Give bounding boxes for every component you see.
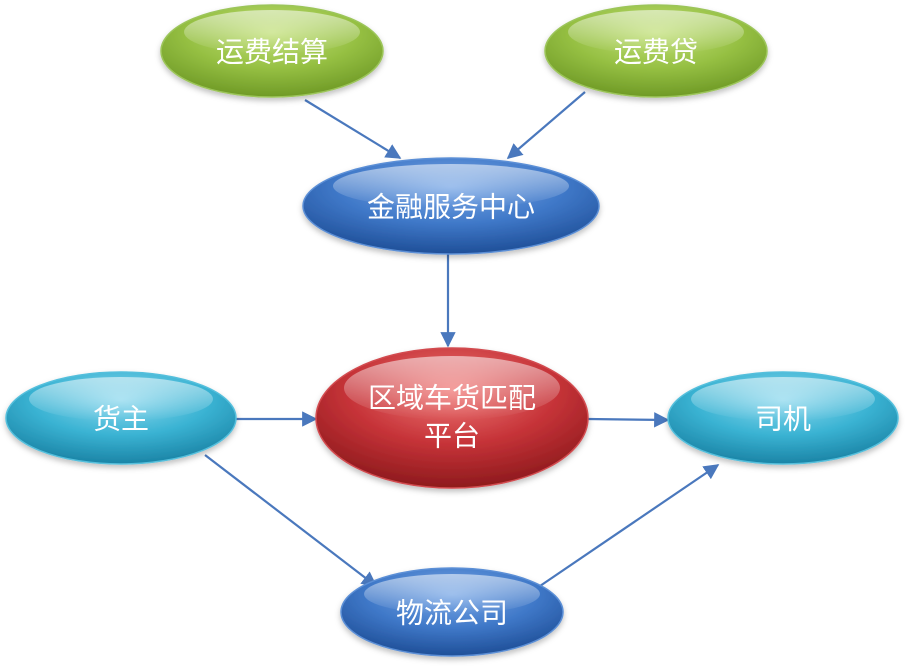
node-logistics[interactable]: [340, 567, 564, 657]
node-freight-loan[interactable]: [544, 4, 768, 98]
edge-platform-to-driver: [587, 412, 670, 428]
node-platform-label-line2: 平台: [424, 420, 480, 453]
edge-settlement-to-finance: [304, 99, 402, 159]
node-finance-center[interactable]: [302, 157, 600, 255]
edge-shipper-to-logistics: [204, 454, 378, 587]
node-shipper[interactable]: [5, 371, 237, 465]
node-freight-loan-label: 运费贷: [614, 36, 698, 69]
node-driver-label: 司机: [755, 403, 811, 436]
node-shipper-label: 货主: [93, 403, 149, 436]
node-freight-settlement-label: 运费结算: [216, 36, 328, 69]
node-platform-label-line1: 区域车货匹配: [368, 382, 536, 415]
node-logistics-label: 物流公司: [396, 597, 508, 630]
edge-logistics-to-driver: [539, 464, 720, 587]
node-finance-center-label: 金融服务中心: [367, 191, 535, 224]
node-driver[interactable]: [667, 371, 899, 465]
node-platform[interactable]: [315, 347, 589, 489]
node-freight-settlement[interactable]: [160, 4, 384, 98]
edge-loan-to-finance: [506, 91, 586, 160]
